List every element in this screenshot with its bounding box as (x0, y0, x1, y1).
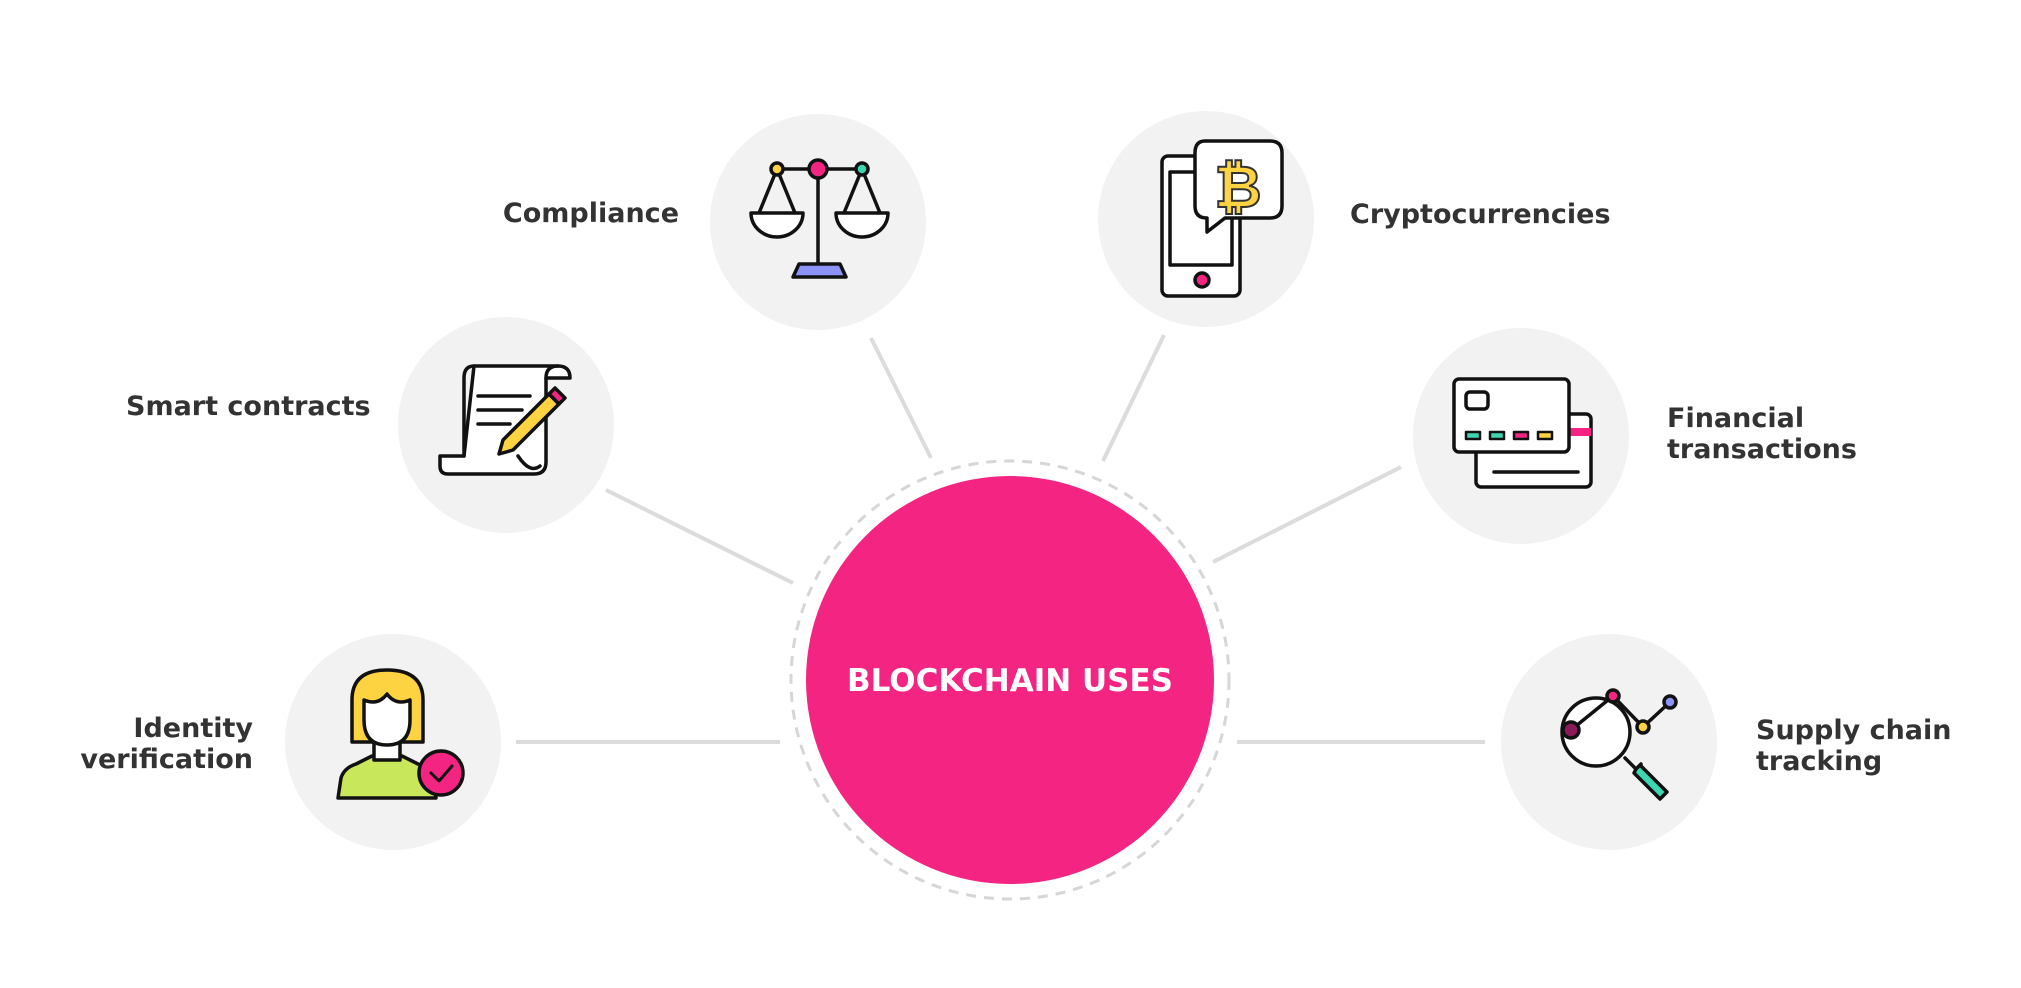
label-identity-line1: Identity (133, 713, 253, 744)
use-cryptocurrencies: ₿ Cryptocurrencies (1098, 111, 1611, 327)
connector-compliance (869, 337, 933, 459)
label-financial-line1: Financial (1667, 403, 1804, 434)
connector-cryptocurrencies (1101, 334, 1166, 462)
verified-user-icon (336, 668, 465, 800)
credit-cards-icon (1452, 377, 1593, 489)
label-supply-line1: Supply chain (1756, 715, 1952, 746)
connector-financial (1212, 465, 1402, 564)
center-circle (806, 476, 1214, 884)
use-financial-transactions: Financial transactions (1413, 328, 1857, 544)
label-compliance: Compliance (503, 198, 679, 229)
label-identity-line2: verification (80, 744, 253, 775)
use-compliance: Compliance (503, 114, 926, 330)
label-supply-line2: tracking (1756, 746, 1882, 777)
label-cryptocurrencies: Cryptocurrencies (1350, 199, 1611, 230)
bitcoin-symbol: ₿ (1214, 153, 1261, 221)
use-supply-chain-tracking: Supply chain tracking (1501, 634, 1952, 850)
label-financial-line2: transactions (1667, 434, 1857, 465)
label-smart-contracts: Smart contracts (126, 391, 371, 422)
connector-smart-contracts (605, 488, 794, 585)
center-dashed-ring (789, 459, 1231, 901)
contract-pen-icon (438, 364, 572, 476)
use-smart-contracts: Smart contracts (126, 317, 614, 533)
center-title: BLOCKCHAIN USES (847, 663, 1173, 699)
magnifier-chart-icon (1560, 688, 1678, 801)
phone-bitcoin-icon (1160, 139, 1284, 298)
use-identity-verification: Identity verification (80, 634, 501, 850)
connectors (516, 334, 1485, 744)
scales-icon (749, 158, 890, 279)
